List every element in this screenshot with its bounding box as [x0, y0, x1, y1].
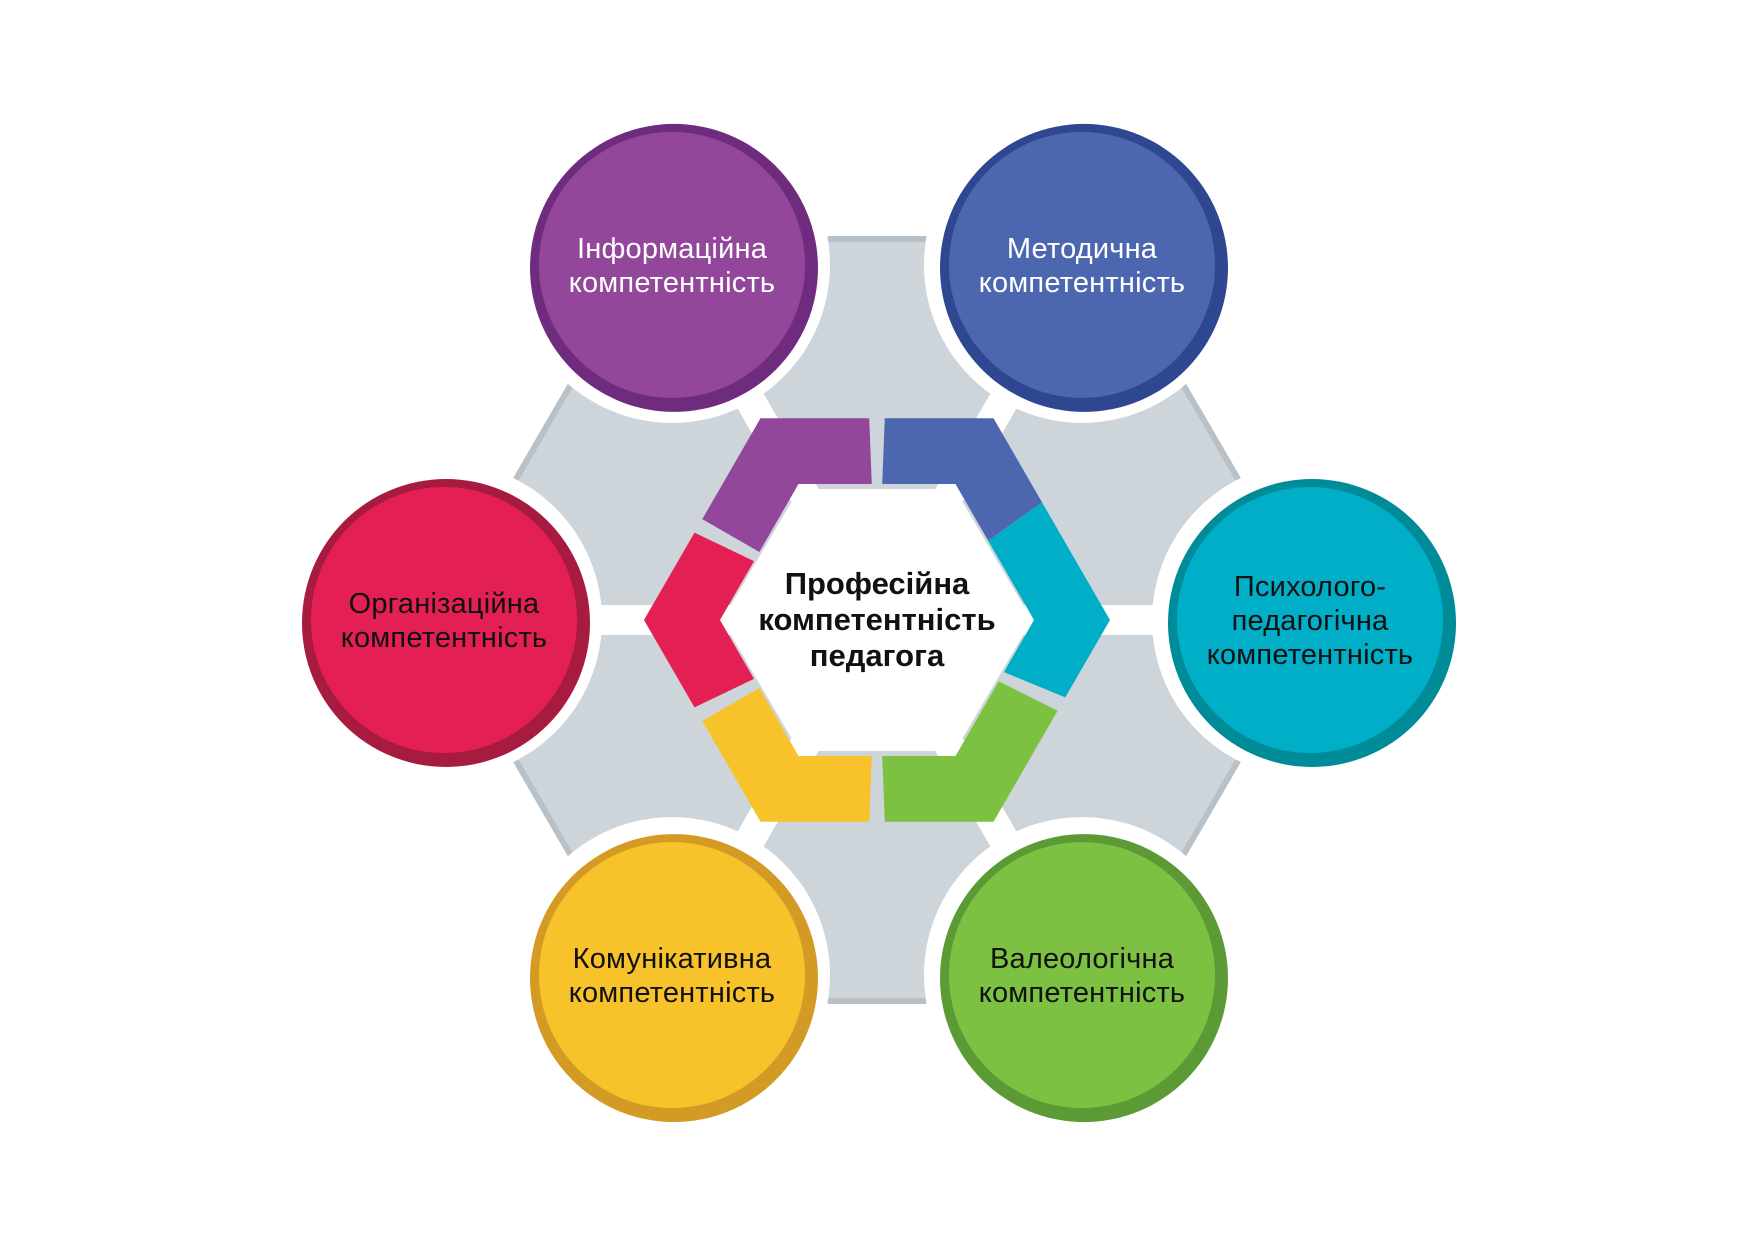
node-label-line: компетентність	[341, 622, 547, 654]
segment-psycho-pedagogical	[988, 502, 1110, 698]
node-label-line: компетентність	[979, 977, 1185, 1009]
segment-communicative	[702, 688, 872, 822]
node-label-line: Психолого-	[1234, 571, 1386, 603]
node-label-line: компетентність	[979, 267, 1185, 299]
center-title-line: педагога	[810, 638, 945, 673]
segment-organizational	[644, 532, 754, 708]
node-label-line: педагогічна	[1232, 605, 1389, 637]
node-label-line: Валеологічна	[990, 943, 1175, 975]
segment-informational	[702, 418, 872, 552]
node-circle	[949, 131, 1215, 398]
node-label-line: Комунікативна	[573, 943, 772, 975]
node-label-line: компетентність	[569, 267, 775, 299]
node-label-line: компетентність	[1207, 639, 1413, 671]
center-title-line: компетентність	[758, 602, 995, 637]
node-label-line: Інформаційна	[577, 233, 768, 265]
node-label-line: Організаційна	[349, 588, 540, 620]
center-hexagon	[722, 489, 1032, 751]
segment-valeological	[882, 681, 1058, 822]
segment-methodical	[882, 418, 1042, 541]
center-title-line: Професійна	[785, 566, 970, 601]
node-circle	[949, 842, 1215, 1109]
node-label-line: Методична	[1007, 233, 1158, 265]
node-label-line: компетентність	[569, 977, 775, 1009]
node-circle	[1177, 487, 1443, 753]
competence-nodes: ІнформаційнакомпетентністьМетодичнакомпе…	[286, 106, 1468, 1134]
node-circle	[539, 842, 805, 1109]
inner-hexagon-segments	[644, 418, 1110, 822]
node-circle	[539, 131, 805, 398]
node-circle	[311, 487, 577, 753]
